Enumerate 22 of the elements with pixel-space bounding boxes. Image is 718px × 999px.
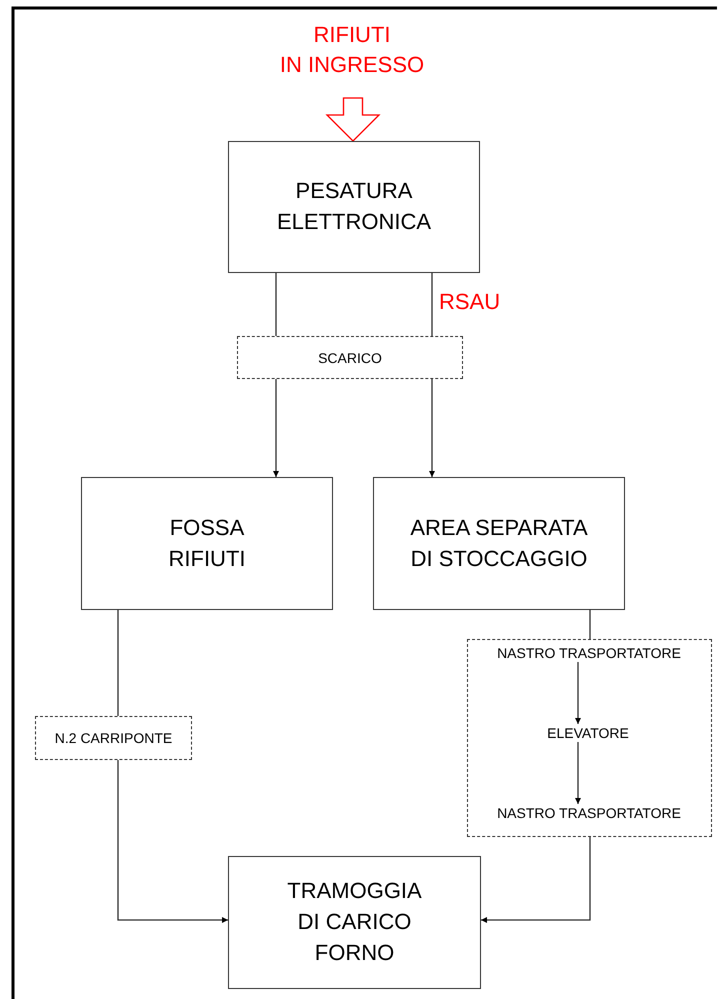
connector-line <box>431 273 433 336</box>
arrow <box>117 760 228 923</box>
arrow <box>273 379 279 477</box>
block-arrow <box>325 97 381 142</box>
connector-line <box>117 610 119 716</box>
input-label: RIFIUTI IN INGRESSO <box>262 20 442 80</box>
process-box: AREA SEPARATA DI STOCCAGGIO <box>373 477 625 610</box>
connector-line <box>275 273 277 336</box>
arrow <box>429 379 435 477</box>
arrow <box>481 837 591 923</box>
process-box: PESATURA ELETTRONICA <box>228 141 480 273</box>
step-label: ELEVATORE <box>538 722 638 744</box>
arrow <box>575 742 581 804</box>
arrow <box>575 662 581 724</box>
connector-line <box>589 610 591 639</box>
dashed-step-box: N.2 CARRIPONTE <box>35 716 192 760</box>
step-label: NASTRO TRASPORTATORE <box>473 642 705 664</box>
step-label: NASTRO TRASPORTATORE <box>473 802 705 824</box>
process-box: FOSSA RIFIUTI <box>81 477 333 610</box>
dashed-step-box: SCARICO <box>237 336 463 379</box>
process-box: TRAMOGGIA DI CARICO FORNO <box>228 856 481 989</box>
dashed-group-box <box>467 639 712 837</box>
